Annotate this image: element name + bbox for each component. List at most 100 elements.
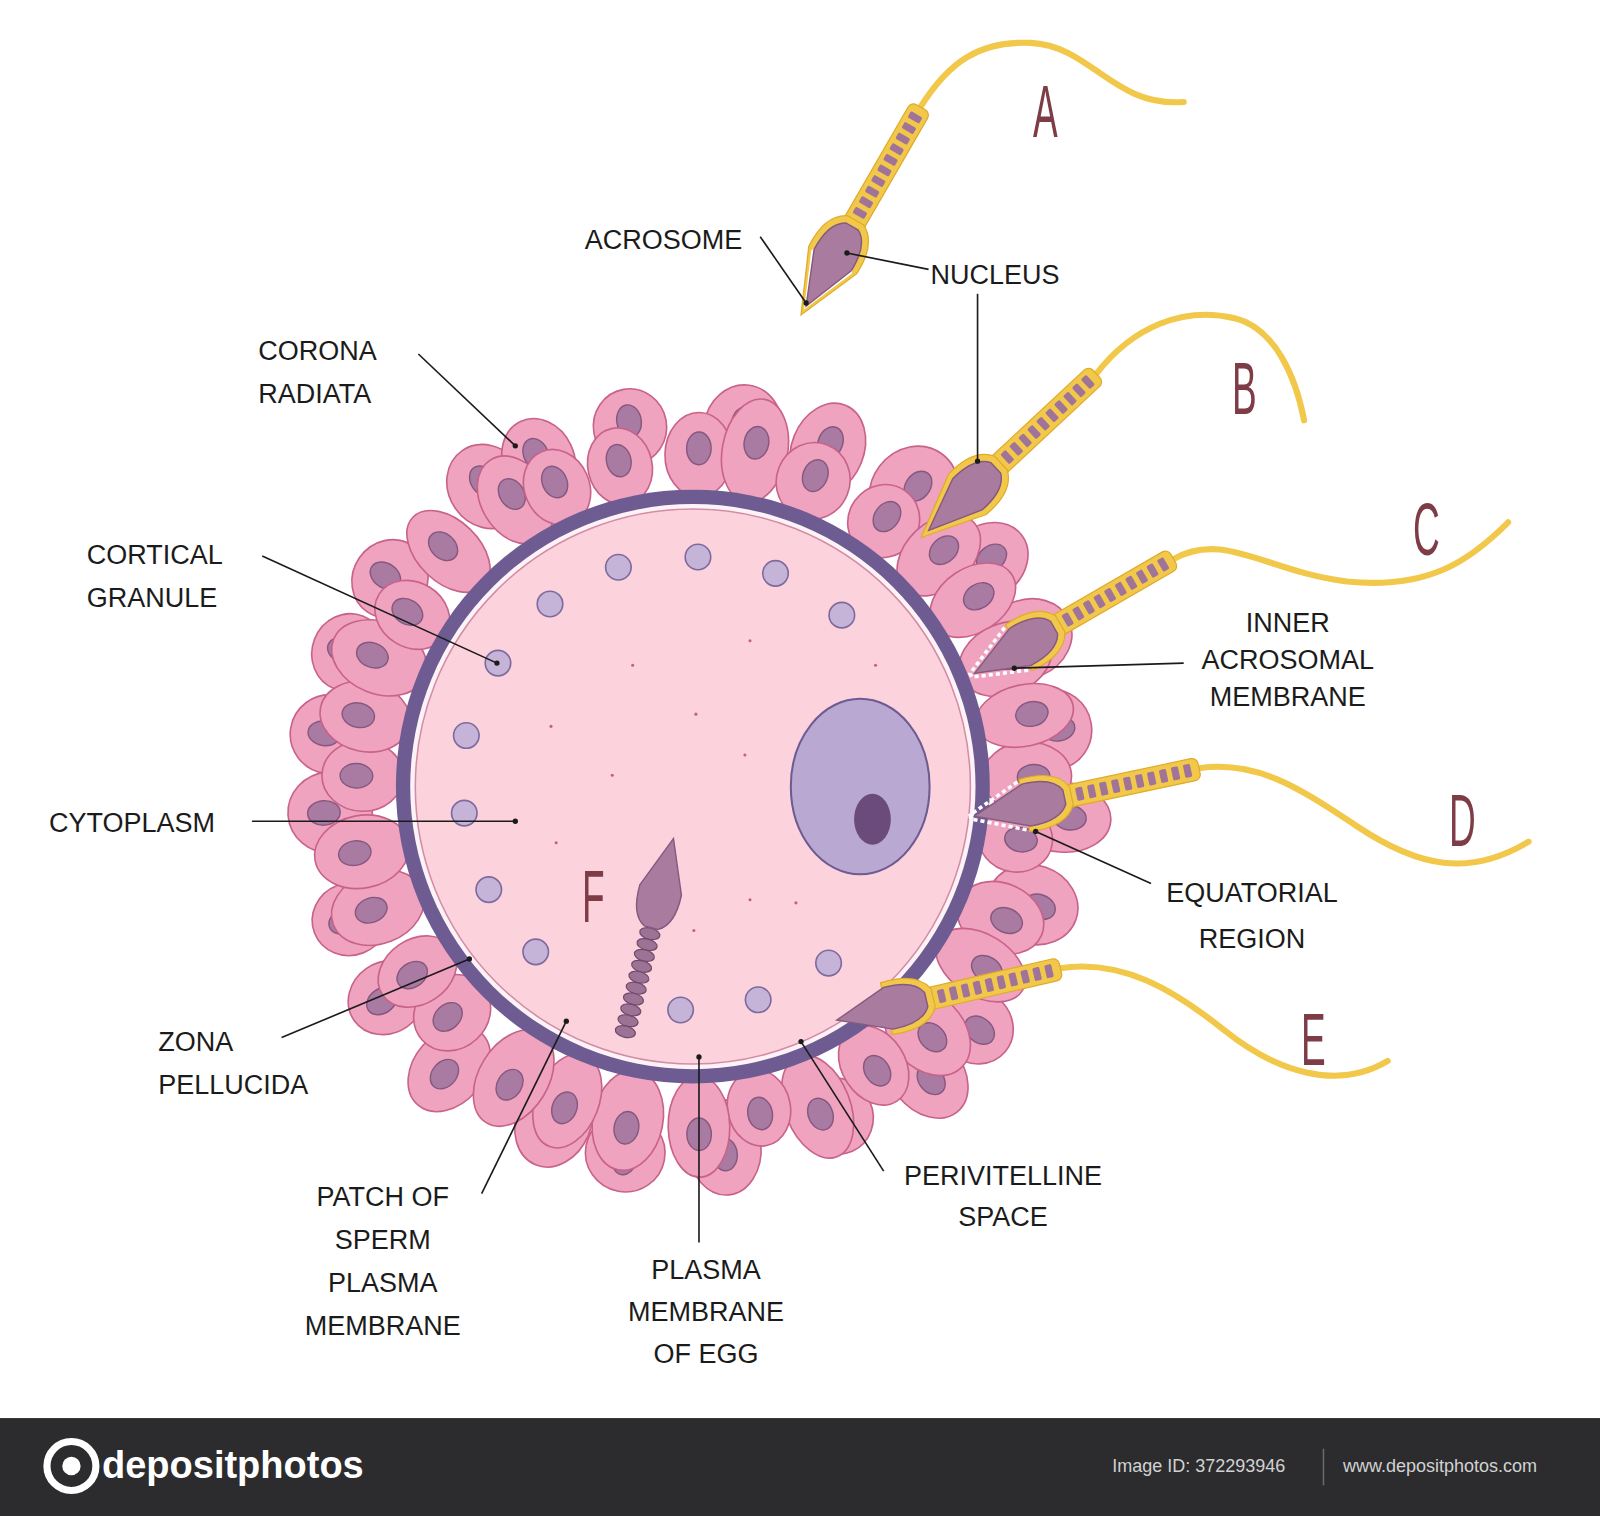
nucleolus [854, 794, 891, 845]
midpiece-coil [614, 1024, 637, 1040]
midpiece-stripe [1123, 776, 1133, 790]
cell-nucleus [547, 1088, 582, 1127]
leader-dot [975, 458, 980, 463]
midpiece-stripe [961, 983, 971, 998]
midpiece-stripe [996, 975, 1006, 990]
midpiece-stripe [1000, 450, 1014, 465]
cortical-granule [476, 877, 502, 903]
cell-nucleus [1013, 699, 1050, 730]
part-label: EQUATORIAL REGION [1147, 870, 1356, 962]
midpiece-stripe [1027, 425, 1041, 440]
cortical-granule [523, 939, 549, 965]
logo-dot [62, 1457, 80, 1475]
cell-nucleus [867, 496, 906, 537]
sperm-nucleus [964, 609, 1065, 692]
cell-nucleus [745, 1095, 776, 1132]
sperm-cell [957, 535, 1186, 698]
leader-line [847, 253, 929, 269]
sperm-tail [1173, 522, 1508, 583]
midpiece-stripe [1171, 766, 1181, 780]
midpiece-stripe [1087, 784, 1097, 798]
leader-dot [494, 660, 499, 665]
leader-line [977, 294, 979, 461]
midpiece-stripe [859, 196, 874, 209]
cell-nucleus [352, 893, 391, 928]
leader-line [418, 354, 515, 446]
part-label: CORONA RADIATA [258, 330, 437, 416]
cortical-granule [537, 591, 563, 617]
cell-nucleus [336, 838, 373, 868]
sperm-midpiece [1045, 549, 1179, 639]
midpiece-stripe [1032, 967, 1042, 982]
sperm-midpiece [985, 366, 1104, 479]
part-label: CORTICAL GRANULE [87, 534, 286, 620]
cell-nucleus [387, 593, 428, 631]
midpiece-stripe [883, 153, 898, 166]
cytoplasm-dot [692, 929, 695, 932]
midpiece-stripe [865, 185, 880, 198]
sperm-cell [902, 354, 1115, 558]
cell-nucleus [537, 462, 573, 502]
leader-line [1014, 663, 1183, 668]
part-label: PLASMA MEMBRANE OF EGG [607, 1249, 806, 1375]
leader-dot [564, 1019, 569, 1024]
midpiece-stripe [972, 980, 982, 995]
sperm-cell [603, 833, 694, 1042]
sperm-midpiece [840, 102, 930, 236]
midpiece-stripe [1063, 391, 1077, 406]
midpiece-stripe [877, 164, 892, 177]
part-label: ACROSOME [585, 219, 743, 262]
leader-dot [696, 1054, 701, 1059]
cytoplasm-dot [743, 753, 746, 756]
part-label: PERIVITELLINE SPACE [883, 1156, 1123, 1238]
part-label: INNER ACROSOMAL MEMBRANE [1183, 605, 1392, 716]
cytoplasm-dot [748, 639, 751, 642]
cell-nucleus [858, 1050, 896, 1091]
cortical-granule [763, 561, 789, 587]
cortical-granule [454, 723, 480, 749]
midpiece-stripe [889, 143, 904, 156]
leader-line [262, 556, 497, 663]
acrosome [902, 443, 1020, 558]
callout-letter: F [582, 860, 605, 934]
midpiece-stripe [1146, 563, 1159, 578]
midpiece-stripe [852, 206, 867, 219]
midpiece-stripe [1008, 972, 1018, 987]
cytoplasm-dot [549, 725, 552, 728]
cytoplasm-disc [415, 509, 970, 1064]
cortical-granule [829, 602, 855, 628]
leader-line [760, 237, 806, 303]
cell-nucleus [425, 1054, 465, 1095]
part-label: NUCLEUS [931, 254, 1060, 297]
midpiece-stripe [984, 978, 994, 993]
midpiece-stripe [1183, 764, 1193, 778]
cortical-granule [668, 997, 694, 1023]
midpiece-stripe [895, 132, 910, 145]
midpiece-stripe [1061, 612, 1074, 627]
midpiece-stripe [1081, 375, 1095, 390]
cytoplasm-dot [794, 901, 797, 904]
part-label: CYTOPLASM [49, 802, 215, 845]
midpiece-stripe [1159, 769, 1169, 783]
midpiece-stripe [908, 111, 923, 124]
midpiece-stripe [937, 989, 947, 1004]
perivitelline-ring [410, 504, 975, 1069]
callout-letter: C [1413, 493, 1440, 567]
leader-line [801, 1042, 884, 1172]
sperm-midpiece [920, 958, 1063, 1012]
callout-letter: B [1232, 352, 1257, 426]
midpiece-stripe [1125, 575, 1138, 590]
leader-dot [467, 956, 472, 961]
midpiece-stripe [1072, 383, 1086, 398]
cell-nucleus [686, 432, 711, 465]
sperm-nucleus [630, 833, 694, 932]
midpiece-stripe [1018, 433, 1032, 448]
leader-dot [1012, 666, 1017, 671]
midpiece-stripe [1075, 787, 1085, 801]
midpiece-stripe [1136, 569, 1149, 584]
midpiece-stripe [1045, 408, 1059, 423]
midpiece-stripe [1009, 441, 1023, 456]
cell-nucleus [340, 700, 377, 731]
egg [396, 490, 990, 1084]
